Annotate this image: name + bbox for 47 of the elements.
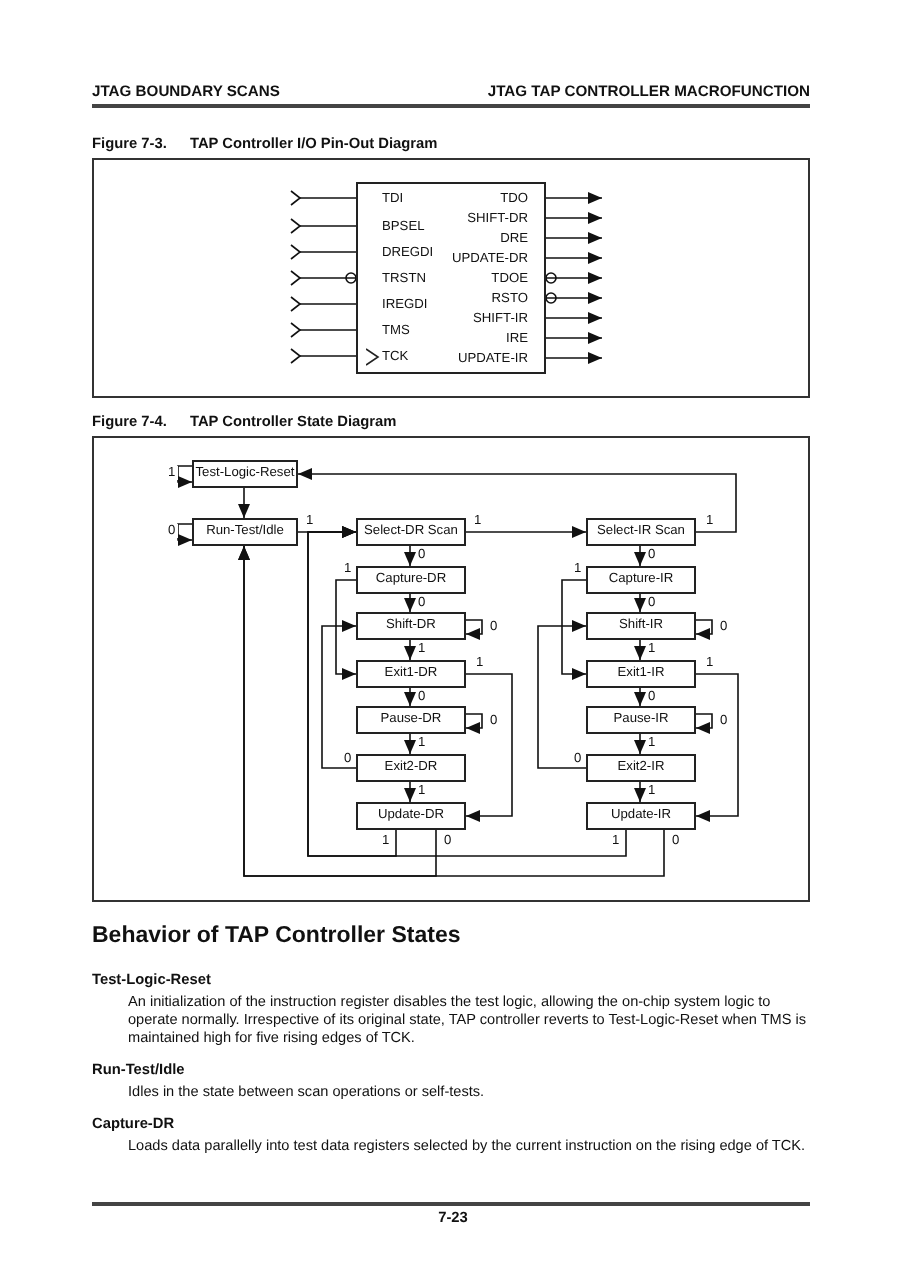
arrow — [404, 593, 416, 613]
arrow — [335, 579, 357, 680]
output-arrow — [545, 252, 603, 264]
controller-block — [356, 182, 546, 374]
output-arrow — [545, 232, 603, 244]
arrow — [465, 526, 587, 538]
arrow — [634, 781, 646, 803]
input-pin-line — [290, 348, 357, 364]
input-pin-line — [290, 296, 357, 312]
input-pin-line — [290, 244, 357, 260]
arrow — [634, 733, 646, 755]
loop-arrow — [695, 713, 713, 734]
output-arrow — [545, 212, 603, 224]
arrow — [465, 673, 513, 822]
section-heading: Behavior of TAP Controller States — [92, 924, 461, 948]
output-arrow — [545, 292, 603, 304]
arrow — [404, 733, 416, 755]
arrow — [404, 545, 416, 567]
arrow — [537, 620, 587, 769]
loop-arrow — [177, 523, 193, 546]
loop-arrow — [465, 619, 483, 640]
arrow — [695, 673, 739, 822]
loop-arrow — [177, 465, 193, 488]
loop-arrow — [695, 619, 713, 640]
loop-arrow — [465, 713, 483, 734]
output-arrow — [545, 192, 603, 204]
arrow — [561, 579, 587, 680]
arrow — [307, 526, 627, 857]
output-arrow — [545, 332, 603, 344]
input-pin-line — [290, 218, 357, 234]
arrow — [634, 639, 646, 661]
input-pin-line — [290, 322, 357, 338]
output-arrow — [545, 272, 603, 284]
output-arrow — [545, 352, 603, 364]
arrow — [404, 639, 416, 661]
arrow — [634, 593, 646, 613]
input-pin-line — [290, 270, 357, 286]
arrow — [238, 545, 665, 877]
arrow — [404, 687, 416, 707]
arrow — [634, 545, 646, 567]
arrow — [238, 487, 250, 519]
arrow — [634, 687, 646, 707]
arrow — [297, 468, 737, 533]
arrow — [404, 781, 416, 803]
input-pin-line — [290, 190, 357, 206]
arrow — [321, 620, 357, 769]
output-arrow — [545, 312, 603, 324]
